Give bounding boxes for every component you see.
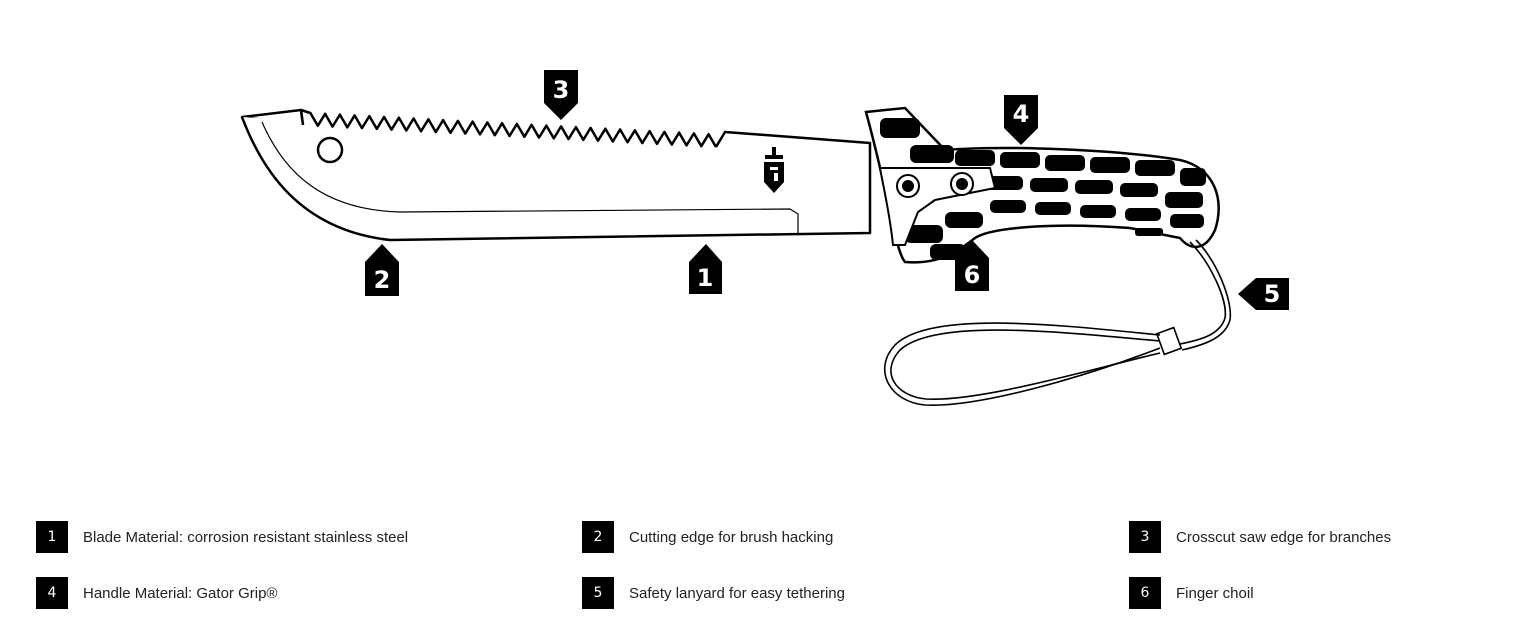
blade-spine-link (299, 109, 305, 126)
callout-3-number: 3 (553, 76, 570, 104)
feature-item-6: 6 Finger choil (1129, 576, 1254, 610)
feature-number-badge: 6 (1129, 577, 1161, 609)
gerber-logo-icon (764, 147, 784, 193)
lanyard-hole (316, 136, 344, 164)
callout-2: 2 (365, 244, 399, 296)
feature-label: Cutting edge for brush hacking (629, 528, 834, 546)
blade (240, 108, 872, 242)
feature-item-2: 2 Cutting edge for brush hacking (582, 520, 833, 554)
feature-label: Finger choil (1176, 584, 1254, 602)
handle (864, 106, 1220, 264)
feature-item-1: 1 Blade Material: corrosion resistant st… (36, 520, 408, 554)
feature-item-4: 4 Handle Material: Gator Grip® (36, 576, 277, 610)
callout-1-number: 1 (697, 264, 714, 292)
feature-item-3: 3 Crosscut saw edge for branches (1129, 520, 1391, 554)
feature-label: Handle Material: Gator Grip® (83, 584, 278, 602)
saw-edge (300, 108, 718, 148)
callout-5-number: 5 (1264, 280, 1281, 308)
feature-label: Safety lanyard for easy tethering (629, 584, 845, 602)
feature-label: Blade Material: corrosion resistant stai… (83, 528, 409, 546)
machete-diagram: 1 2 3 4 5 6 (240, 70, 1289, 406)
callout-4-number: 4 (1013, 100, 1030, 128)
handle-rivets (896, 172, 974, 198)
callout-5: 5 (1238, 278, 1289, 310)
callout-2-number: 2 (374, 266, 391, 294)
callout-3: 3 (544, 70, 578, 120)
feature-label: Crosscut saw edge for branches (1176, 528, 1392, 546)
lanyard (884, 239, 1232, 406)
feature-number-badge: 5 (582, 577, 614, 609)
callout-4: 4 (1004, 95, 1038, 145)
bevel-line (261, 121, 799, 235)
feature-number-badge: 4 (36, 577, 68, 609)
feature-number-badge: 2 (582, 521, 614, 553)
callout-6: 6 (955, 240, 989, 291)
callout-6-number: 6 (964, 261, 981, 289)
feature-number-badge: 1 (36, 521, 68, 553)
feature-item-5: 5 Safety lanyard for easy tethering (582, 576, 845, 610)
callout-1: 1 (689, 244, 722, 294)
gator-grip-texture (880, 118, 1206, 260)
feature-number-badge: 3 (1129, 521, 1161, 553)
